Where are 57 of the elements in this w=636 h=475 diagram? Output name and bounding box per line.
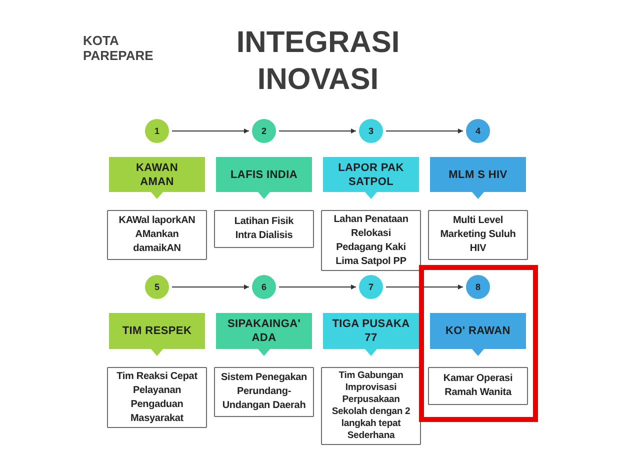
step-number: 4 xyxy=(475,126,480,136)
banner-title: LAPOR PAK SATPOL xyxy=(337,160,405,188)
step-number: 5 xyxy=(154,282,160,292)
banner-title: SIPAKAINGA' ADA xyxy=(226,317,302,345)
arrow xyxy=(172,128,250,134)
banner-title: MLM S HIV xyxy=(448,168,508,182)
callout-banner xyxy=(109,313,205,356)
step-number: 2 xyxy=(261,126,266,136)
callout-banner xyxy=(323,313,419,356)
banner-title: KAWAN AMAN xyxy=(135,160,179,188)
step-circle xyxy=(252,275,276,299)
description-box xyxy=(321,367,421,445)
description-box xyxy=(428,367,528,405)
description-text: Sistem Penegakan Perundang-Undangan Daerah xyxy=(220,371,308,413)
title: INTEGRASI INOVASI xyxy=(236,25,400,98)
description-box xyxy=(321,210,421,271)
callout-banner xyxy=(216,157,312,199)
step-circle xyxy=(145,119,169,143)
callout-banner xyxy=(216,313,312,356)
step-number: 6 xyxy=(261,282,266,292)
banner-title: KO' RAWAN xyxy=(446,324,510,338)
description-text: Kamar Operasi Ramah Wanita xyxy=(442,372,514,400)
step-circle xyxy=(359,275,383,299)
description-text: Tim Gabungan Improvisasi Perpusakaan Sekolah dengan 2 langkah tepat Sederhana xyxy=(330,370,412,442)
description-box xyxy=(107,210,207,260)
description-box xyxy=(214,210,314,248)
step-circle xyxy=(466,275,490,299)
arrow xyxy=(278,128,356,134)
description-text: Latihan Fisik Intra Dialisis xyxy=(233,215,295,243)
step-number: 3 xyxy=(368,126,374,136)
step-circle xyxy=(252,119,276,143)
description-text: Tim Reaksi Cepat Pelayanan Pengaduan Masyarakat xyxy=(116,370,198,426)
banner-title: LAFIS INDIA xyxy=(230,168,298,182)
step-circle xyxy=(466,119,490,143)
arrow xyxy=(172,284,250,290)
description-text: Lahan Penataan Relokasi Pedagang Kaki Lima Satpol PP xyxy=(332,212,410,268)
banner-title: TIGA PUSAKA 77 xyxy=(331,317,411,345)
step-number: 8 xyxy=(475,282,480,292)
step-number: 1 xyxy=(154,126,160,136)
step-circle xyxy=(359,119,383,143)
step-number: 7 xyxy=(368,282,374,292)
arrow xyxy=(386,128,464,134)
callout-banner xyxy=(430,157,526,199)
description-box xyxy=(107,367,207,428)
callout-banner xyxy=(430,313,526,356)
callout-banner xyxy=(323,157,419,199)
step-circle xyxy=(145,275,169,299)
banner-title: TIM RESPEK xyxy=(122,324,192,338)
description-text: Multi Level Marketing Suluh HIV xyxy=(439,214,517,256)
arrow xyxy=(278,284,356,290)
city-name: KOTA PAREPARE xyxy=(83,33,154,63)
description-box xyxy=(214,367,314,417)
description-box xyxy=(428,210,528,260)
highlight-frame xyxy=(419,265,538,422)
arrow xyxy=(386,284,464,290)
callout-banner xyxy=(109,157,205,199)
description-text: KAWal laporkAN AMankan damaikAN xyxy=(118,214,196,256)
